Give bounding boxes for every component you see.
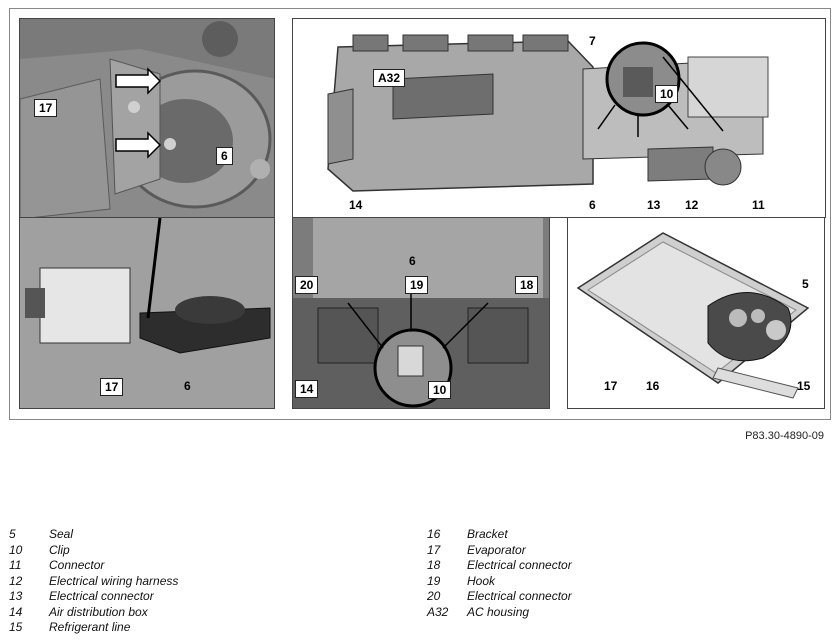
legend-item: 18 Electrical connector [427,558,572,574]
legend-item: 10 Clip [9,543,178,559]
callout-a32: A32 [373,69,406,87]
panel-ac-housing: A32 7 10 14 6 13 12 11 [292,18,826,218]
legend-item: 20 Electrical connector [427,589,572,605]
legend-label: Evaporator [467,542,526,557]
legend-number: 13 [9,589,23,603]
connectors-illustration [293,218,549,408]
ac-housing-illustration [327,34,769,192]
legend-item: A32 AC housing [427,605,572,621]
evaporator-removal-illustration [25,218,271,354]
panel-housing-closeup: 17 6 [19,18,275,218]
evaporator-illustration [576,232,810,399]
legend-item: 16 Bracket [427,527,572,543]
legend-number: 20 [427,589,441,603]
legend-number: 15 [9,620,23,634]
callout-6-bottom-left: 6 [184,379,191,393]
callout-17-bottom-left: 17 [100,378,124,396]
callout-6-connectors: 6 [409,254,416,268]
callout-18: 18 [515,276,539,294]
legend-number: 14 [9,604,23,619]
callout-11: 11 [752,198,765,212]
legend-number: 11 [9,558,22,572]
legend-label: Bracket [467,527,508,541]
legend-item: 5 Seal [9,527,178,543]
callout-10-bottom: 10 [428,381,452,399]
legend-item: 12 Electrical wiring harness [9,574,178,590]
legend-item: 14 Air distribution box [9,605,178,621]
legend-label: Electrical wiring harness [49,573,179,588]
callout-17: 17 [34,99,58,117]
callout-13: 13 [647,198,661,212]
callout-12: 12 [685,198,699,212]
legend-number: 19 [427,573,441,588]
callout-14-bottom: 14 [295,380,319,398]
legend-label: Clip [49,542,70,557]
legend-number: 5 [9,527,16,541]
panel-connectors: 6 20 19 18 14 10 [292,217,550,409]
callout-16: 16 [646,379,660,393]
callout-6: 6 [216,147,233,165]
legend-label: Electrical connector [49,589,154,603]
legend-label: Seal [49,527,74,541]
legend-label: Refrigerant line [49,620,131,634]
legend-label: Connector [49,558,105,572]
legend-item: 17 Evaporator [427,543,572,559]
legend-number: 18 [427,558,441,572]
legend-number: 12 [9,573,23,588]
legend-item: 15 Refrigerant line [9,620,178,636]
legend-item: 19 Hook [427,574,572,590]
legend-label: Air distribution box [49,604,148,619]
panel-evaporator-removal: 17 6 [19,217,275,409]
callout-14-top: 14 [349,198,363,212]
callout-20: 20 [295,276,319,294]
legend-number: A32 [427,604,449,619]
callout-19: 19 [405,276,429,294]
callout-6-top: 6 [589,198,596,212]
callout-5: 5 [802,277,809,291]
legend-left: 5 Seal 10 Clip 11 Connector 12 Electrical wi… [9,527,178,636]
legend-label: Electrical connector [467,589,572,603]
callout-15: 15 [797,379,811,393]
legend-number: 10 [9,542,23,557]
legend-label: Hook [467,573,496,588]
legend-label: AC housing [467,604,530,619]
housing-closeup-illustration [20,19,274,217]
legend-number: 17 [427,542,441,557]
callout-17-right: 17 [604,379,618,393]
legend-label: Electrical connector [467,558,572,572]
figure-reference: P83.30-4890-09 [745,430,824,442]
legend-number: 16 [427,527,441,541]
legend-item: 13 Electrical connector [9,589,178,605]
callout-7: 7 [589,34,596,48]
figure-area: 17 6 A32 7 10 14 6 13 12 [9,8,831,420]
panel-evaporator: 5 17 16 15 [567,217,825,409]
legend-item: 11 Connector [9,558,178,574]
callout-10-top: 10 [655,85,679,103]
